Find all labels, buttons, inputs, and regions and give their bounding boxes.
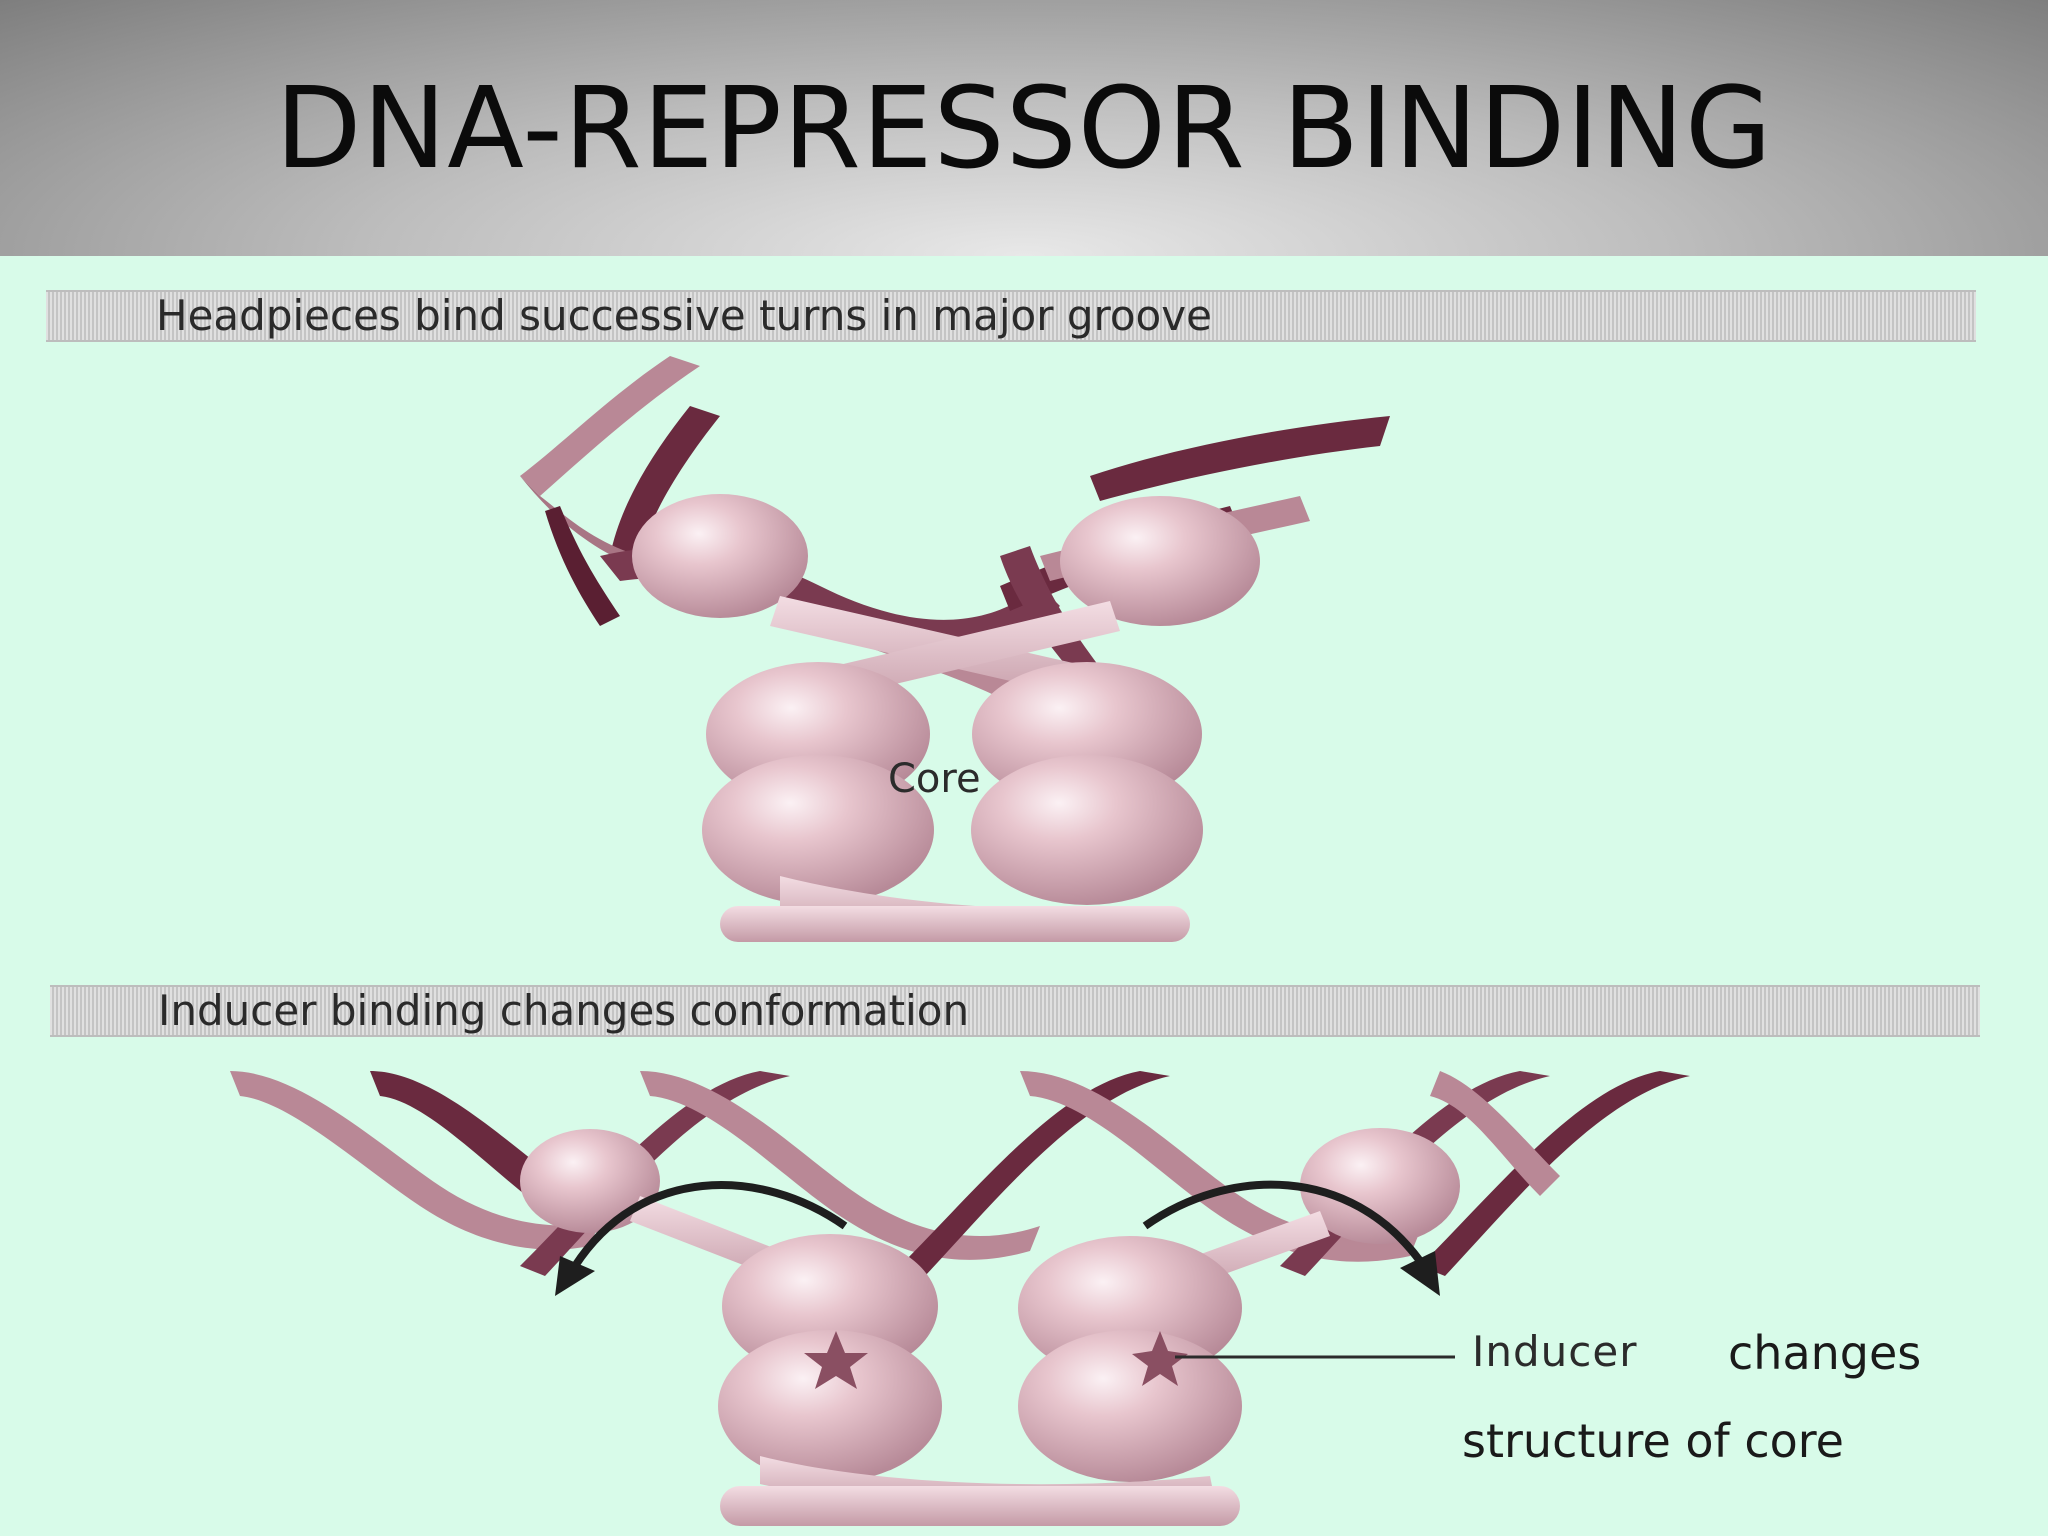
arrowhead-left (555, 1256, 595, 1296)
core-label: Core (888, 756, 981, 802)
star-inducer-icon (1132, 1331, 1188, 1386)
caption-top-text: Headpieces bind successive turns in majo… (156, 291, 1212, 340)
bottom-repressor (230, 1071, 1690, 1526)
inducer-changes-label: changes (1728, 1326, 1922, 1380)
arrowhead-right (1400, 1251, 1440, 1296)
headpiece-right (1300, 1128, 1460, 1244)
tetramer-rod-2 (720, 1486, 1240, 1526)
curved-arrow-icon (1142, 1180, 1424, 1264)
core-lobe-bottom-right (1018, 1330, 1242, 1482)
inducer-label: Inducer (1472, 1327, 1638, 1376)
headpiece-left (520, 1129, 660, 1233)
headpiece-right (1060, 496, 1260, 626)
caption-band-top: Headpieces bind successive turns in majo… (46, 290, 1976, 342)
core-lobe-bottom-left (718, 1330, 942, 1482)
headpiece-left (632, 494, 808, 618)
top-repressor (520, 356, 1390, 942)
inducer-structure-label: structure of core (1462, 1414, 1844, 1468)
caption-band-bottom: Inducer binding changes conformation (50, 985, 1980, 1037)
repressor-diagram (230, 356, 1690, 1526)
tetramer-rod-2 (720, 906, 1190, 942)
dna-helix-icon (230, 1071, 1690, 1276)
slide-title: DNA-REPRESSOR BINDING (275, 64, 1773, 194)
core-lobe-bottom-left (702, 755, 934, 905)
curved-arrow-icon (571, 1181, 848, 1269)
core-lobe-bottom-right (971, 755, 1203, 905)
star-inducer-icon (804, 1331, 868, 1389)
title-bar: DNA-REPRESSOR BINDING (0, 0, 2048, 256)
caption-bottom-text: Inducer binding changes conformation (158, 986, 970, 1035)
